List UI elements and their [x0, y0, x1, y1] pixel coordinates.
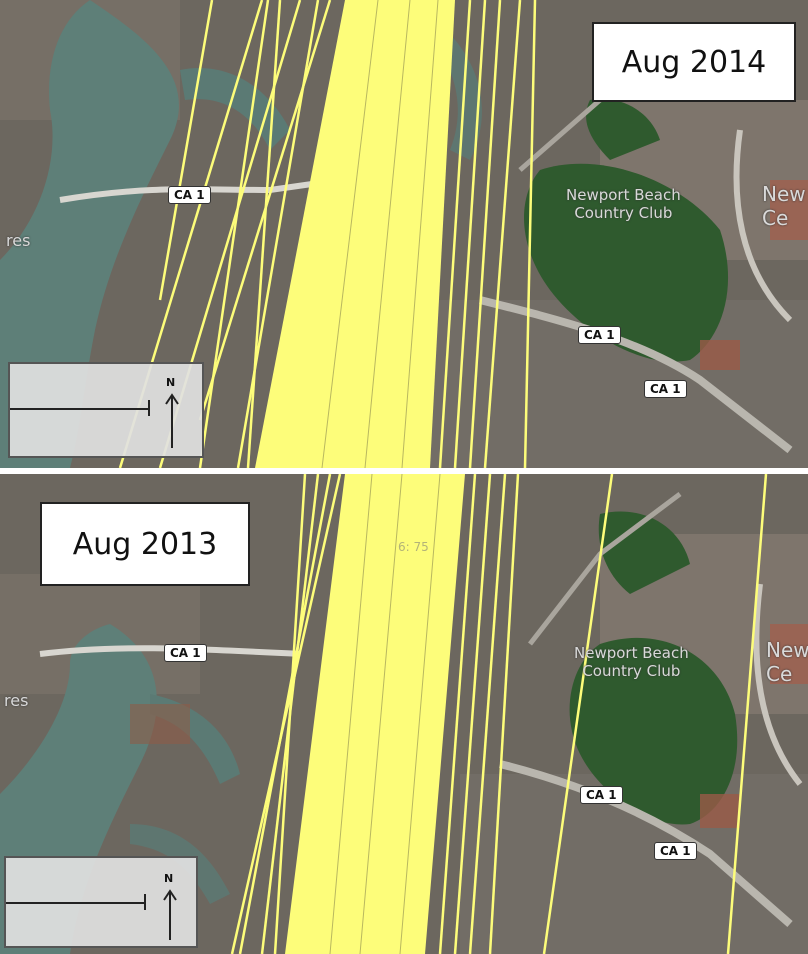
flight-track-line: [438, 0, 472, 468]
north-label: N: [164, 872, 174, 885]
roof-patch: [700, 340, 740, 370]
scale-bar: [10, 408, 150, 410]
road-label-ca1: CA 1: [168, 186, 211, 204]
flight-track-line: [453, 474, 492, 954]
track-gaps: [329, 474, 441, 954]
road: [733, 129, 793, 323]
flight-track-line: [488, 474, 520, 954]
roof-patch: [770, 180, 808, 240]
flight-track-line: [523, 0, 537, 468]
flight-track-band: [255, 0, 455, 468]
flight-track-line: [246, 0, 282, 468]
place-label-partial: res: [4, 691, 29, 710]
flight-track-line: [158, 0, 214, 301]
flight-track-line: [468, 474, 507, 954]
scale-tick: [144, 894, 146, 910]
scale-north-legend: N: [8, 362, 204, 458]
golf-course: [523, 163, 729, 362]
flight-track-band: [285, 474, 465, 954]
north-arrow-icon: [165, 393, 179, 448]
flight-track-line: [726, 474, 768, 954]
road-label-ca1: CA 1: [578, 326, 621, 344]
bay-water: [0, 0, 179, 468]
place-label-partial: New Ce: [766, 638, 808, 686]
golf-course-north: [598, 511, 690, 594]
roof-patch: [700, 794, 740, 828]
scale-bar: [6, 902, 146, 904]
scale-north-legend: N: [4, 856, 198, 948]
road-label-ca1: CA 1: [654, 842, 697, 860]
flight-track-line: [483, 0, 522, 468]
road: [753, 583, 803, 786]
harbor-water: [410, 10, 482, 160]
north-label: N: [166, 376, 176, 389]
scale-tick: [148, 400, 150, 416]
map-panel-2013: Aug 2013 6: 75 CA 1 CA 1 CA 1 Newport Be…: [0, 474, 808, 954]
flight-track-line: [273, 474, 307, 954]
golf-course: [569, 637, 738, 825]
north-arrow-icon: [163, 889, 177, 940]
road-label-ca1: CA 1: [644, 380, 687, 398]
roof-patch: [130, 704, 190, 744]
flight-track-line: [198, 0, 270, 468]
golf-course-north: [586, 99, 660, 160]
flight-track-line: [438, 474, 477, 954]
roof-patch: [770, 624, 808, 684]
road-label-ca1: CA 1: [580, 786, 623, 804]
date-label: Aug 2014: [592, 22, 796, 102]
place-label-partial: New Ce: [762, 182, 806, 230]
flight-track-line: [453, 0, 487, 468]
road-label-ca1: CA 1: [164, 644, 207, 662]
flight-tracks: [118, 0, 537, 468]
place-label-partial: res: [6, 231, 31, 250]
place-label-country-club: Newport Beach Country Club: [574, 644, 689, 680]
track-gaps: [321, 0, 439, 468]
place-label-country-club: Newport Beach Country Club: [566, 186, 681, 222]
date-label: Aug 2013: [40, 502, 250, 586]
highway-ca1-west: [39, 645, 301, 657]
flight-track-line: [468, 0, 502, 468]
map-panel-2014: Aug 2014 CA 1 CA 1 CA 1 Newport Beach Co…: [0, 0, 808, 468]
track-count-label: 6: 75: [398, 540, 429, 554]
flight-track-line: [198, 0, 332, 421]
highway-ca1-east: [499, 760, 793, 928]
flight-track-line: [230, 474, 342, 954]
flight-track-line: [542, 474, 614, 954]
flight-tracks: [230, 474, 768, 954]
